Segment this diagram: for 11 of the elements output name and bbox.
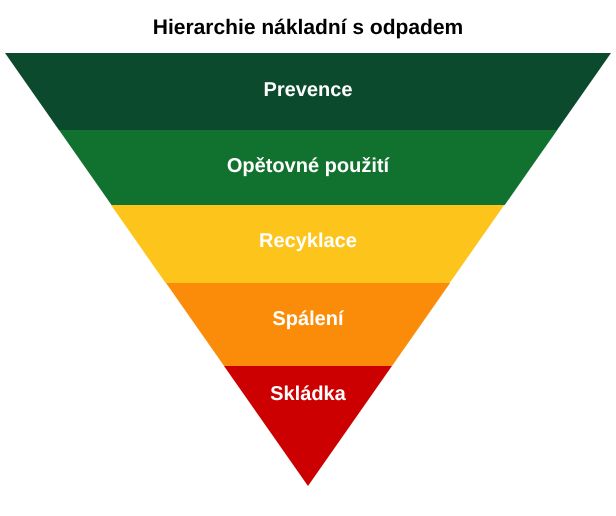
band-label: Recyklace bbox=[258, 231, 358, 251]
pyramid-band bbox=[166, 283, 450, 366]
diagram-title: Hierarchie nákladní s odpadem bbox=[152, 15, 464, 41]
pyramid-band bbox=[224, 366, 392, 486]
pyramid-band bbox=[58, 130, 558, 205]
band-label: Opětovné použití bbox=[226, 156, 390, 176]
band-label: Skládka bbox=[269, 384, 347, 404]
band-label: Spálení bbox=[271, 309, 345, 329]
pyramid-band bbox=[5, 53, 611, 130]
pyramid-band bbox=[111, 205, 505, 283]
band-label: Prevence bbox=[262, 80, 354, 100]
